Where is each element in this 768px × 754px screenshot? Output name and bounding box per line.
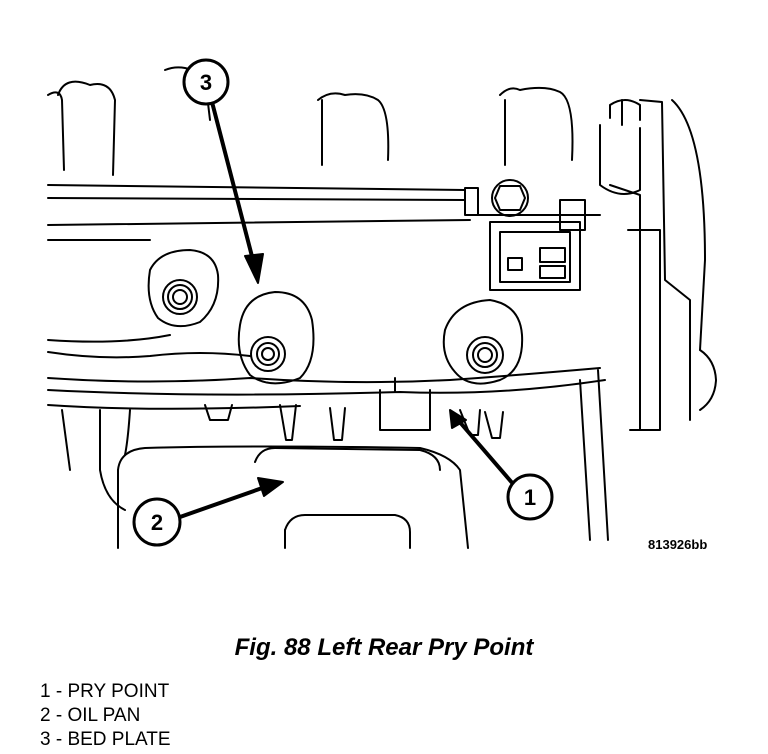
callout-3-label: 3 [200, 70, 212, 95]
sensor-connector [464, 179, 586, 291]
legend-list: 1 - PRY POINT 2 - OIL PAN 3 - BED PLATE [40, 680, 171, 752]
callout-2-label: 2 [151, 510, 163, 535]
figure-caption: Fig. 88 Left Rear Pry Point [234, 634, 534, 661]
callout-2: 2 [132, 497, 182, 547]
leader-line-3 [210, 100, 264, 284]
bolt-boss-right [442, 299, 524, 385]
bolt-boss-left [147, 249, 220, 328]
oil-pan [61, 369, 609, 549]
figure-id: 813926bb [648, 537, 708, 552]
callout-1: 1 [506, 473, 554, 521]
callout-1-label: 1 [524, 485, 536, 510]
engine-block [47, 66, 717, 431]
legend-item-pry-point: 1 - PRY POINT [40, 681, 170, 702]
callout-3: 3 [182, 58, 230, 106]
engine-illustration: 3 2 1 [47, 58, 717, 549]
bolt-boss-center [237, 291, 315, 385]
leader-line-2 [178, 477, 284, 519]
legend-item-oil-pan: 2 - OIL PAN [40, 705, 141, 726]
legend-item-bed-plate: 3 - BED PLATE [40, 729, 171, 750]
leader-line-1 [449, 409, 516, 487]
